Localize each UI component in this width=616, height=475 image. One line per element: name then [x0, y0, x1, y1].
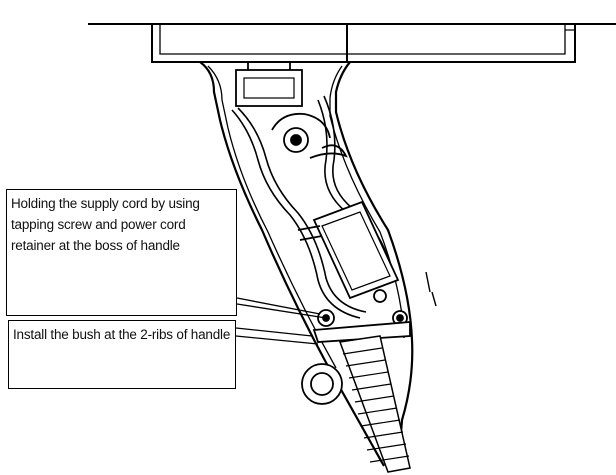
switch-module: [297, 200, 400, 300]
connector-block: [235, 62, 303, 107]
switch-wheel: [271, 112, 348, 159]
leader-lines: [235, 297, 327, 345]
bush: [301, 363, 343, 405]
body-housing: [151, 24, 576, 63]
handle-shell: [199, 61, 414, 471]
cord-protector: [338, 335, 411, 473]
edge-marks: [425, 271, 437, 307]
callout-bush-install: Install the bush at the 2-ribs of handle: [8, 320, 236, 389]
cord-retainer-screws: [312, 289, 411, 343]
callout-cord-holding: Holding the supply cord by using tapping…: [6, 189, 237, 316]
